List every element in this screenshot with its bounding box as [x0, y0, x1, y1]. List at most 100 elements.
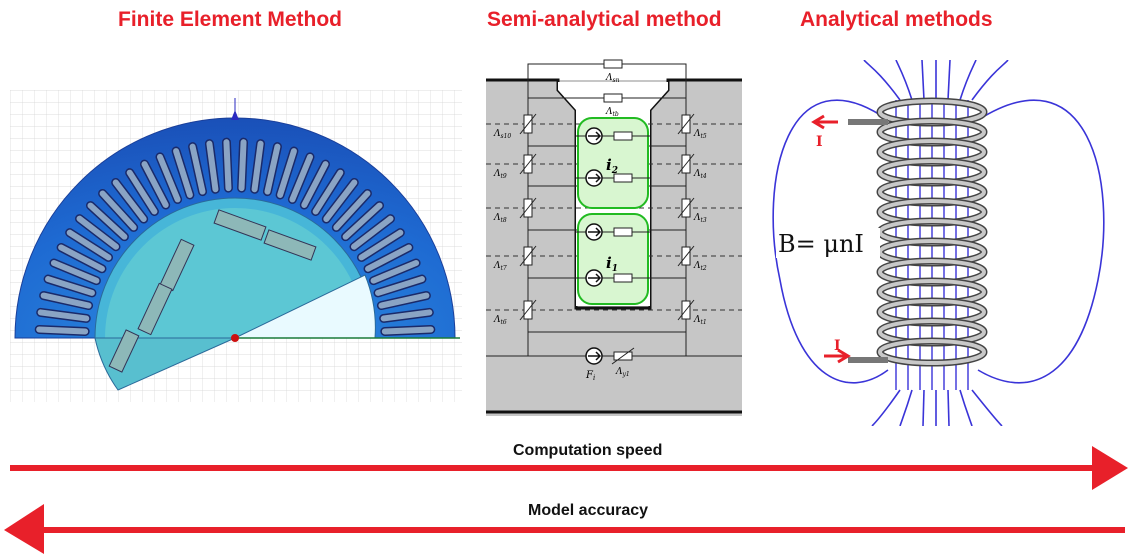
bottom-source-arrow [588, 351, 602, 361]
rotor-core [105, 208, 365, 338]
slot-winding [223, 139, 232, 192]
formula-label: B= μnI [778, 230, 864, 258]
slot-winding [36, 326, 89, 335]
slot-reluctance [613, 131, 633, 141]
slot-winding [351, 215, 394, 250]
rotor-magnets [108, 209, 317, 373]
tooth-reluctance-label: Λt1 [693, 315, 707, 326]
tooth-reluctance-slash [677, 245, 695, 267]
current-upper-label: i2 [606, 156, 618, 176]
tooth-reluctance-label: Λs10 [493, 129, 511, 140]
tooth-reluctance-label: Λt2 [693, 261, 707, 272]
bottom-reluctance-label: Λy1 [615, 367, 630, 378]
slot-winding [301, 161, 329, 208]
fem-heading: Finite Element Method [118, 8, 343, 31]
slot-winding [156, 153, 181, 203]
tooth-reluctance-label: Λt9 [493, 169, 507, 180]
semi-analytical-heading: Semi-analytical method [487, 8, 722, 31]
current-arrow-top [811, 114, 838, 130]
tooth-reluctance-label: Λt5 [693, 129, 707, 140]
bottom-source-label: Fi [585, 370, 595, 382]
computation-speed-label: Computation speed [513, 442, 663, 459]
tooth-reluctance-slash [519, 245, 537, 267]
slot-winding [342, 202, 383, 240]
slot-winding [365, 244, 412, 272]
slot-winding [76, 215, 119, 250]
slot-winding [173, 148, 193, 198]
reluctance-top-b [603, 93, 623, 103]
slot-winding [112, 179, 147, 222]
slot-winding [206, 140, 219, 193]
bottom-reluctance-slash [611, 347, 635, 365]
mmf-source-arrow [588, 131, 602, 141]
tooth-reluctance-label: Λt6 [493, 315, 507, 326]
computation-speed-arrow [10, 446, 1128, 490]
slot-winding [378, 292, 430, 309]
solenoid-figure: I I B= μnI [768, 59, 1116, 427]
label-top-a: Λsn [605, 73, 620, 84]
slot-winding [264, 143, 281, 195]
current-label-top: I [816, 134, 823, 150]
slot-winding [381, 326, 434, 335]
slot-winding [289, 153, 314, 203]
tooth-reluctance-slash [519, 113, 537, 135]
tooth-reluctance-slash [677, 153, 695, 175]
slot-winding [238, 139, 247, 192]
slot-winding [277, 148, 297, 198]
slot-winding [66, 229, 112, 261]
current-label-bottom: I [834, 338, 841, 354]
slot-winding [126, 169, 158, 215]
coil-sources [576, 127, 650, 287]
slot-winding [323, 179, 358, 222]
solenoid-svg: I I B= μnI [772, 59, 1105, 427]
coil-turn-highlight [878, 339, 986, 365]
tooth-reluctance-label: Λt3 [693, 213, 707, 224]
slot-winding [189, 143, 206, 195]
tooth-reluctance-label: Λt8 [493, 213, 507, 224]
model-accuracy-label: Model accuracy [528, 502, 649, 519]
slot-winding [37, 309, 90, 322]
slot-winding [40, 292, 92, 309]
slot-winding [375, 276, 425, 296]
slot-reluctance [613, 173, 633, 183]
mmf-source-arrow [588, 173, 602, 183]
slot-winding [370, 259, 420, 284]
field-lines [772, 59, 1105, 427]
reluctance-top-a [603, 59, 623, 69]
current-arrow-bottom [824, 348, 851, 364]
tooth-reluctance-slash [519, 197, 537, 219]
mmf-source-arrow [588, 227, 602, 237]
slot-winding [87, 202, 128, 240]
mmf-source-arrow [588, 273, 602, 283]
model-accuracy-arrow [4, 504, 1125, 554]
tooth-reluctance-slash [519, 153, 537, 175]
current-lower-label: i1 [606, 254, 618, 274]
tooth-reluctance-label: Λt4 [693, 169, 707, 180]
formula-background [776, 228, 880, 258]
slot-reluctance [613, 273, 633, 283]
fem-motor-svg [10, 90, 462, 402]
slot-winding [333, 190, 371, 231]
slot-winding [251, 140, 264, 193]
slot-winding [50, 259, 100, 284]
origin-dot [231, 334, 239, 342]
label-top-b: Λtb [605, 107, 619, 118]
solenoid-coils [876, 97, 988, 367]
stator-slots [34, 137, 436, 336]
slot-winding [141, 161, 169, 208]
tooth-reluctance-slash [677, 197, 695, 219]
tooth-reluctance-slash [519, 299, 537, 321]
slot-winding [380, 309, 433, 322]
slot-reluctance [613, 227, 633, 237]
tooth-reluctance-slash [677, 113, 695, 135]
slot-winding [358, 229, 404, 261]
slot-winding [312, 169, 344, 215]
slot-winding [99, 190, 137, 231]
tooth-reluctance-slash [677, 299, 695, 321]
fem-motor-mesh-figure [10, 90, 462, 402]
slot-winding [58, 244, 105, 272]
tooth-reluctance-label: Λt7 [493, 261, 507, 272]
